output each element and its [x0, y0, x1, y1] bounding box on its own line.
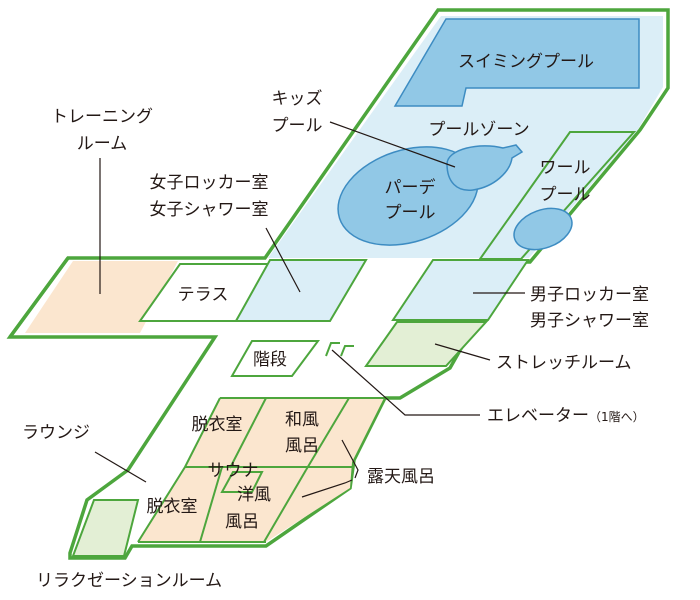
training-room-area — [25, 261, 178, 333]
label-stretch-room: ストレッチルーム — [496, 353, 632, 373]
elevator-mark-right — [340, 345, 354, 357]
swimming-pool-water — [393, 18, 640, 107]
kids-pool-water — [446, 144, 524, 191]
label-kids-pool-line1: キッズ — [272, 89, 323, 109]
whirl-pool-water — [513, 207, 573, 251]
label-training-room-line2: ルーム — [77, 134, 128, 154]
label-swimming-pool: スイミングプール — [458, 52, 594, 72]
label-mens-locker-line1: 男子ロッカー室 — [530, 285, 649, 305]
stairs-area — [230, 340, 320, 377]
label-dressing-room-1: 脱衣室 — [192, 415, 243, 435]
label-elevator: エレベーター（1階へ） — [487, 406, 645, 426]
label-japanese-bath-line2: 風呂 — [285, 436, 319, 456]
bath-area — [138, 398, 384, 542]
stretch-room-area — [364, 321, 489, 367]
label-japanese-bath-line1: 和風 — [285, 410, 319, 430]
womens-locker-area — [234, 259, 368, 322]
label-womens-locker-line2: 女子シャワー室 — [150, 200, 269, 220]
label-mens-locker-line2: 男子シャワー室 — [530, 311, 649, 331]
training-room-divider — [8, 256, 70, 339]
label-western-bath-line2: 風呂 — [225, 512, 259, 532]
labels: スイミングプール キッズ プール プールゾーン パーデ プール ワール プール … — [51, 52, 594, 532]
label-party-pool-line2: プール — [385, 203, 436, 223]
label-womens-locker-line1: 女子ロッカー室 — [150, 173, 269, 193]
leader-lines — [94, 121, 525, 498]
label-party-pool-line1: パーデ — [385, 177, 436, 198]
labels-left-aligned: 男子ロッカー室 男子シャワー室 ストレッチルーム エレベーター（1階へ） 露天風… — [22, 285, 649, 591]
label-whirl-pool-line2: プール — [540, 185, 591, 205]
label-open-air-bath: 露天風呂 — [367, 467, 435, 487]
mens-locker-area — [391, 259, 530, 321]
elevator-mark-left — [325, 342, 340, 357]
label-training-room-line1: トレーニング — [51, 107, 153, 127]
label-kids-pool-line2: プール — [272, 116, 323, 136]
bath-area-walls — [137, 397, 384, 543]
label-western-bath-line1: 洋風 — [237, 485, 271, 505]
label-lounge: ラウンジ — [22, 423, 90, 443]
label-whirl-pool-line1: ワール — [540, 158, 591, 178]
label-elevator-main: エレベーター — [487, 406, 589, 426]
label-relaxation-room: リラクゼーションルーム — [36, 571, 222, 591]
label-pool-zone: プールゾーン — [428, 120, 529, 140]
label-dressing-room-2: 脱衣室 — [147, 497, 198, 517]
label-elevator-note: （1階へ） — [589, 409, 645, 424]
label-sauna: サウナ — [208, 461, 259, 481]
label-stairs: 階段 — [253, 350, 287, 370]
relaxation-room-area — [71, 499, 140, 557]
label-terrace: テラス — [178, 285, 229, 305]
